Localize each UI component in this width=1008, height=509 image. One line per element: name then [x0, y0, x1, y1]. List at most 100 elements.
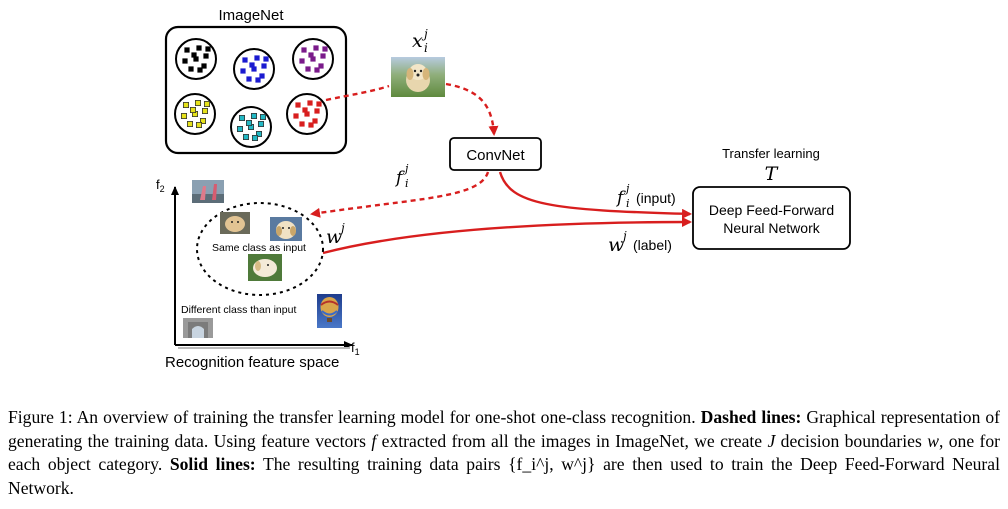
- decision-boundary: [196, 202, 324, 296]
- svg-text:j: j: [338, 221, 345, 235]
- same-class-label: Same class as input: [212, 242, 306, 254]
- cluster-point: [250, 113, 257, 120]
- cluster-point: [322, 46, 328, 52]
- cluster-point: [312, 118, 318, 124]
- balloon-thumbnail: [317, 294, 342, 328]
- svg-text:w: w: [608, 234, 624, 256]
- cluster-point: [299, 121, 305, 127]
- cluster-point: [310, 56, 316, 62]
- caption-dashed-text-3: decision boundaries: [780, 430, 922, 451]
- convnet-label: ConvNet: [466, 147, 525, 164]
- cluster-point: [203, 53, 209, 59]
- cluster-point: [255, 130, 262, 137]
- cluster-point: [251, 66, 257, 72]
- cluster-point: [197, 67, 203, 73]
- y-axis-label: f2: [156, 177, 165, 194]
- caption-w-var: w: [927, 430, 939, 451]
- cluster-point: [199, 118, 206, 125]
- cluster-point: [184, 47, 190, 53]
- cluster-point: [236, 126, 243, 133]
- svg-text:j: j: [402, 162, 409, 175]
- w-j-label-label: w j (label): [608, 229, 672, 256]
- dashed-arrow-image-to-convnet: [445, 82, 499, 136]
- cluster-point: [314, 67, 320, 73]
- cluster-point: [246, 76, 252, 82]
- cluster-point: [259, 114, 266, 121]
- caption-dashed-text-2: extracted from all the images in ImageNe…: [381, 430, 763, 451]
- cluster-point: [257, 121, 264, 128]
- svg-text:x: x: [412, 30, 423, 52]
- dog-thumbnail-1: [220, 212, 250, 234]
- dffnn-label-line2: Neural Network: [723, 220, 820, 236]
- svg-text:i: i: [405, 177, 409, 190]
- cluster-point: [302, 107, 308, 113]
- svg-text:f: f: [394, 168, 405, 188]
- cluster-point: [304, 111, 310, 117]
- cluster-point: [196, 45, 202, 51]
- different-class-label: Different class than input: [181, 304, 296, 316]
- cluster-point: [307, 100, 313, 106]
- svg-text:(input): (input): [636, 190, 676, 206]
- cluster-point: [314, 108, 320, 114]
- f-i-j-dashed-label: f j i: [394, 162, 409, 190]
- cluster-point: [195, 122, 202, 129]
- flamingo-thumbnail: [192, 180, 224, 203]
- solid-arrow-features-to-network: [498, 171, 692, 219]
- cluster-point: [261, 63, 267, 69]
- cluster-point: [263, 56, 269, 62]
- dashed-arrow-convnet-to-features: [310, 171, 490, 218]
- dog-thumbnail-2: [270, 217, 302, 241]
- cluster-point: [182, 102, 189, 109]
- input-dog-image: [391, 57, 445, 97]
- x-axis-label: f1: [351, 340, 360, 357]
- cluster-point: [305, 66, 311, 72]
- cluster-point: [320, 53, 326, 59]
- cluster-point: [194, 100, 201, 107]
- cluster-point: [180, 113, 187, 120]
- cluster-point: [308, 52, 314, 58]
- imagenet-box: [164, 25, 348, 155]
- cluster-point: [201, 63, 207, 69]
- solid-arrow-boundary-to-network: [322, 217, 692, 255]
- transfer-learning-title: Transfer learning: [722, 146, 820, 161]
- cluster-point: [245, 120, 252, 127]
- cluster-point: [318, 63, 324, 69]
- arch-thumbnail: [183, 318, 213, 338]
- cluster-point: [249, 62, 255, 68]
- feature-space-title: Recognition feature space: [165, 354, 339, 371]
- caption-dashed-text-4: , one for each object category.: [8, 430, 1001, 475]
- w-j-boundary-label: w j: [326, 221, 345, 248]
- caption-solid-text-2: are then used to train the Deep Feed-For…: [8, 454, 1000, 498]
- cluster-point: [205, 46, 211, 52]
- caption-solid-label: Solid lines:: [169, 454, 256, 474]
- caption-lead: Figure 1: An overview of training the tr…: [8, 407, 696, 427]
- cluster-point: [186, 121, 193, 128]
- caption-j-var: J: [767, 430, 776, 451]
- imagenet-title: ImageNet: [218, 7, 284, 24]
- svg-text:j: j: [421, 27, 428, 41]
- caption-pair: {f_i^j, w^j}: [508, 454, 596, 474]
- caption-dashed-text-1: Graphical representation of generating t…: [8, 407, 1000, 451]
- transfer-symbol: T: [765, 163, 779, 185]
- caption-dashed-label: Dashed lines:: [700, 407, 802, 427]
- svg-text:i: i: [424, 41, 428, 55]
- x-i-j-label: x j i: [412, 27, 428, 55]
- convnet-box: [449, 137, 542, 171]
- dog-thumbnail-3: [248, 254, 282, 281]
- cluster-point: [191, 52, 197, 58]
- dffnn-label-line1: Deep Feed-Forward: [709, 202, 834, 218]
- cluster-point: [240, 68, 246, 74]
- cluster-point: [254, 55, 260, 61]
- f-i-j-input-label: f j i (input): [615, 182, 676, 210]
- figure-caption: Figure 1: An overview of training the tr…: [8, 406, 1000, 500]
- caption-f-var: f: [371, 430, 377, 451]
- cluster-point: [316, 101, 322, 107]
- svg-text:i: i: [626, 197, 630, 210]
- cluster-point: [189, 107, 196, 114]
- imagenet-clusters: [174, 38, 334, 148]
- dashed-arrow-cluster-to-image: [325, 84, 390, 102]
- svg-text:w: w: [326, 226, 342, 248]
- cluster-point: [295, 102, 301, 108]
- cluster-point: [308, 122, 314, 128]
- svg-text:(label): (label): [633, 237, 672, 253]
